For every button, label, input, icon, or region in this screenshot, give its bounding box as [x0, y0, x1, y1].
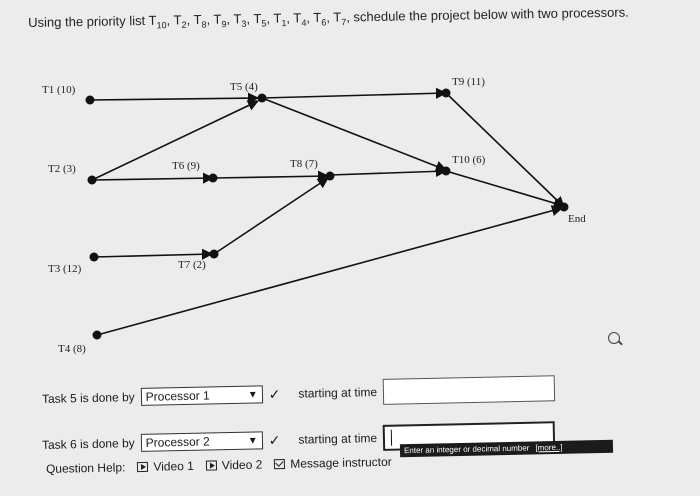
- priority-item: T6: [313, 9, 327, 28]
- priority-item: T7: [333, 9, 347, 28]
- task6-processor-value: Processor 2: [145, 434, 210, 450]
- label-t8: T8 (7): [290, 158, 318, 170]
- chevron-down-icon: ▼: [247, 434, 258, 447]
- node-t2: [87, 175, 97, 185]
- edge-t5-t10: [261, 97, 448, 172]
- video1-label: Video 1: [153, 458, 194, 474]
- video2-link[interactable]: Video 2: [205, 457, 263, 473]
- task5-starting-label: starting at time: [298, 384, 378, 401]
- node-t9: [441, 88, 451, 98]
- label-t1: T1 (10): [42, 84, 76, 96]
- edge-t7-t8: [213, 177, 329, 255]
- prompt-suffix: schedule the project below with two proc…: [349, 4, 629, 25]
- node-t4: [92, 330, 102, 340]
- node-t1: [85, 95, 95, 105]
- priority-item: T3: [233, 11, 247, 29]
- edge-t8-t10: [329, 165, 448, 177]
- chevron-down-icon: ▼: [247, 388, 258, 401]
- edge-t10-end: [445, 170, 566, 209]
- task6-label: Task 6 is done by: [41, 436, 135, 452]
- label-t9: T9 (11): [452, 76, 485, 88]
- label-t10: T10 (6): [452, 154, 486, 166]
- priority-item: T2: [173, 12, 187, 30]
- label-t7: T7 (2): [178, 259, 206, 271]
- check-icon: ✓: [268, 385, 281, 402]
- priority-item: T1: [273, 10, 287, 29]
- node-t7: [209, 249, 219, 259]
- edge-t5-t9: [261, 87, 448, 99]
- label-t4: T4 (8): [58, 343, 86, 355]
- mail-icon: [274, 458, 286, 470]
- video-icon: [137, 461, 149, 473]
- edge-t3-t7: [93, 248, 214, 260]
- check-icon: ✓: [268, 431, 281, 448]
- question-prompt: Using the priority list T10, T2, T8, T9,…: [28, 1, 678, 39]
- node-t10: [441, 166, 451, 176]
- label-t6: T6 (9): [172, 160, 200, 172]
- task5-row: Task 5 is done by Processor 1 ▼ ✓ starti…: [42, 375, 556, 412]
- task5-processor-select[interactable]: Processor 1 ▼: [140, 385, 263, 406]
- video2-label: Video 2: [221, 457, 263, 473]
- node-t6: [208, 173, 218, 183]
- priority-item: T4: [293, 10, 307, 28]
- video-icon: [205, 460, 217, 471]
- edge-t4-end: [96, 205, 564, 336]
- priority-item: T9: [213, 11, 227, 30]
- hint-text: Enter an integer or decimal number: [403, 443, 530, 456]
- edge-t2-t6: [91, 172, 215, 184]
- priority-item: T10: [148, 12, 167, 31]
- video1-link[interactable]: Video 1: [137, 459, 194, 474]
- node-t5: [257, 93, 267, 103]
- edge-t6-t8: [212, 170, 330, 182]
- message-instructor-link[interactable]: Message instructor: [274, 455, 392, 471]
- node-end: [559, 202, 569, 212]
- label-t3: T3 (12): [48, 263, 82, 275]
- label-end: End: [568, 213, 586, 225]
- label-t2: T2 (3): [48, 163, 76, 175]
- message-instructor-label: Message instructor: [290, 454, 392, 471]
- task6-starting-label: starting at time: [298, 430, 378, 447]
- task5-processor-value: Processor 1: [145, 388, 210, 404]
- edge-t1-t5: [89, 92, 260, 104]
- text-caret: [390, 429, 393, 446]
- hint-more-link[interactable]: [more..]: [535, 442, 563, 453]
- question-help: Question Help: Video 1 Video 2 Message i…: [46, 455, 392, 476]
- prompt-prefix: Using the priority list: [28, 12, 149, 30]
- task5-start-time-input[interactable]: [382, 375, 556, 405]
- priority-item: T8: [193, 11, 207, 30]
- edge-t9-end: [445, 92, 565, 208]
- task5-label: Task 5 is done by: [41, 390, 135, 406]
- project-digraph: T1 (10) T5 (4) T9 (11) T2 (3) T6 (9) T8 …: [42, 76, 586, 355]
- priority-item: T5: [253, 10, 267, 29]
- priority-list: T10, T2, T8, T9, T3, T5, T1, T4, T6, T7,: [148, 9, 350, 31]
- node-t8: [325, 171, 335, 181]
- node-t3: [89, 252, 99, 262]
- question-help-label: Question Help:: [45, 460, 126, 476]
- search-icon[interactable]: [608, 332, 620, 344]
- label-t5: T5 (4): [230, 81, 258, 93]
- task6-processor-select[interactable]: Processor 2 ▼: [140, 431, 263, 452]
- edge-t2-t5: [91, 100, 260, 181]
